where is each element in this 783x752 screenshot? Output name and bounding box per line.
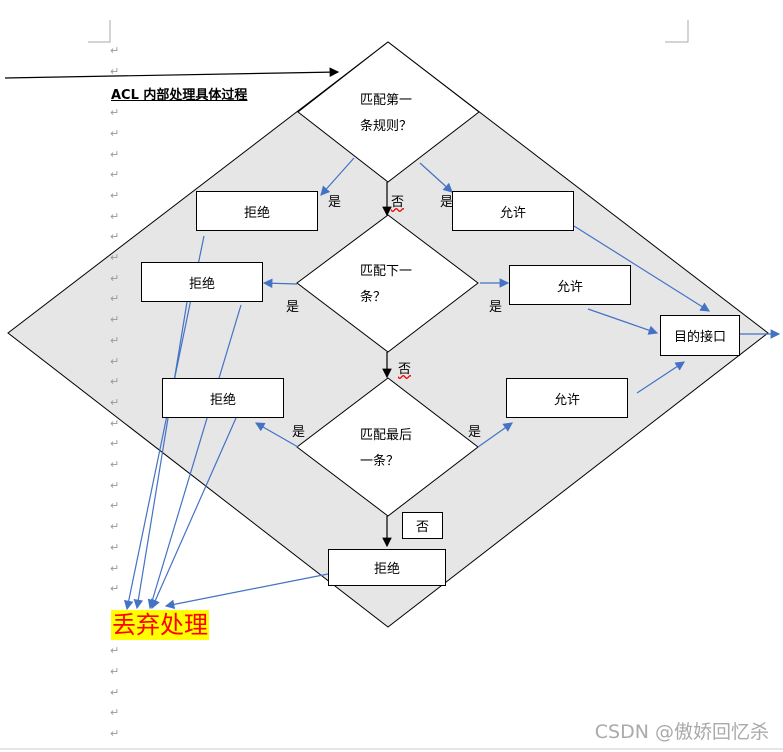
- yes-label: 是: [292, 425, 306, 440]
- paragraph-mark: ↵: [110, 188, 120, 202]
- paragraph-mark: ↵: [110, 251, 120, 264]
- permit-box-2: 允许: [509, 265, 631, 305]
- paragraph-mark: ↵: [110, 685, 120, 699]
- paragraph-mark: ↵: [110, 64, 120, 78]
- document-title: ACL 内部处理具体过程: [111, 88, 248, 103]
- paragraph-mark: ↵: [110, 520, 120, 534]
- yes-label: 是: [286, 300, 300, 315]
- watermark: CSDN @傲娇回忆杀: [594, 721, 769, 743]
- discard-label: 丢弃处理: [111, 610, 209, 640]
- permit-box-1: 允许: [452, 191, 574, 231]
- paragraph-mark: ↵: [110, 106, 120, 120]
- paragraph-mark: ↵: [110, 44, 120, 57]
- decision-2-text: 匹配下一条？: [360, 264, 413, 305]
- decision-diamond-1: [297, 41, 480, 183]
- paragraph-mark: ↵: [110, 540, 120, 554]
- yes-label: 是: [440, 195, 454, 210]
- permit-box-3: 允许: [506, 378, 628, 418]
- paragraph-mark: ↵: [110, 644, 120, 658]
- decision-diamond-3: [296, 377, 479, 517]
- no-label-box: 否: [402, 512, 443, 539]
- paragraph-mark: ↵: [110, 354, 120, 368]
- paragraph-mark: ↵: [110, 437, 120, 451]
- paragraph-mark: ↵: [110, 333, 120, 347]
- yes-label: 是: [489, 300, 503, 315]
- page-corner-marks: [88, 20, 689, 43]
- paragraph-mark: ↵: [110, 313, 120, 327]
- black-arrows: [4, 67, 392, 548]
- decision-diamond-2: [296, 214, 479, 353]
- yes-label: 是: [468, 425, 482, 440]
- paragraph-mark: ↵: [110, 126, 120, 140]
- paragraph-mark: ↵: [110, 499, 120, 513]
- deny-box-2: 拒绝: [141, 262, 263, 302]
- deny-box-1: 拒绝: [196, 191, 318, 231]
- paragraph-mark: ↵: [110, 168, 120, 182]
- paragraph-mark: ↵: [110, 727, 120, 741]
- decision-3-text: 匹配最后一条？: [360, 428, 413, 469]
- paragraph-mark: ↵: [110, 395, 120, 409]
- yes-label: 是: [328, 195, 342, 210]
- paragraph-mark: ↵: [110, 665, 120, 678]
- paragraph-mark: ↵: [110, 706, 120, 720]
- deny-box-4: 拒绝: [328, 549, 446, 586]
- paragraph-mark: ↵: [110, 416, 120, 430]
- no-label: 否: [398, 362, 412, 377]
- paragraph-mark: ↵: [110, 230, 120, 244]
- decision-1-text: 匹配第一条规则？: [360, 93, 413, 134]
- no-label: 否: [391, 195, 405, 210]
- paragraph-mark: ↵: [110, 582, 120, 596]
- paragraph-mark: ↵: [110, 292, 120, 306]
- paragraph-mark: ↵: [110, 147, 120, 161]
- paragraph-mark: ↵: [110, 209, 120, 223]
- paragraph-mark: ↵: [110, 458, 120, 471]
- paragraph-mark: ↵: [110, 478, 120, 492]
- paragraph-mark: ↵: [110, 561, 120, 575]
- destination-interface-box: 目的接口: [660, 315, 740, 356]
- paragraph-mark: ↵: [110, 375, 120, 389]
- deny-box-3: 拒绝: [162, 378, 284, 418]
- paragraph-mark: ↵: [110, 271, 120, 285]
